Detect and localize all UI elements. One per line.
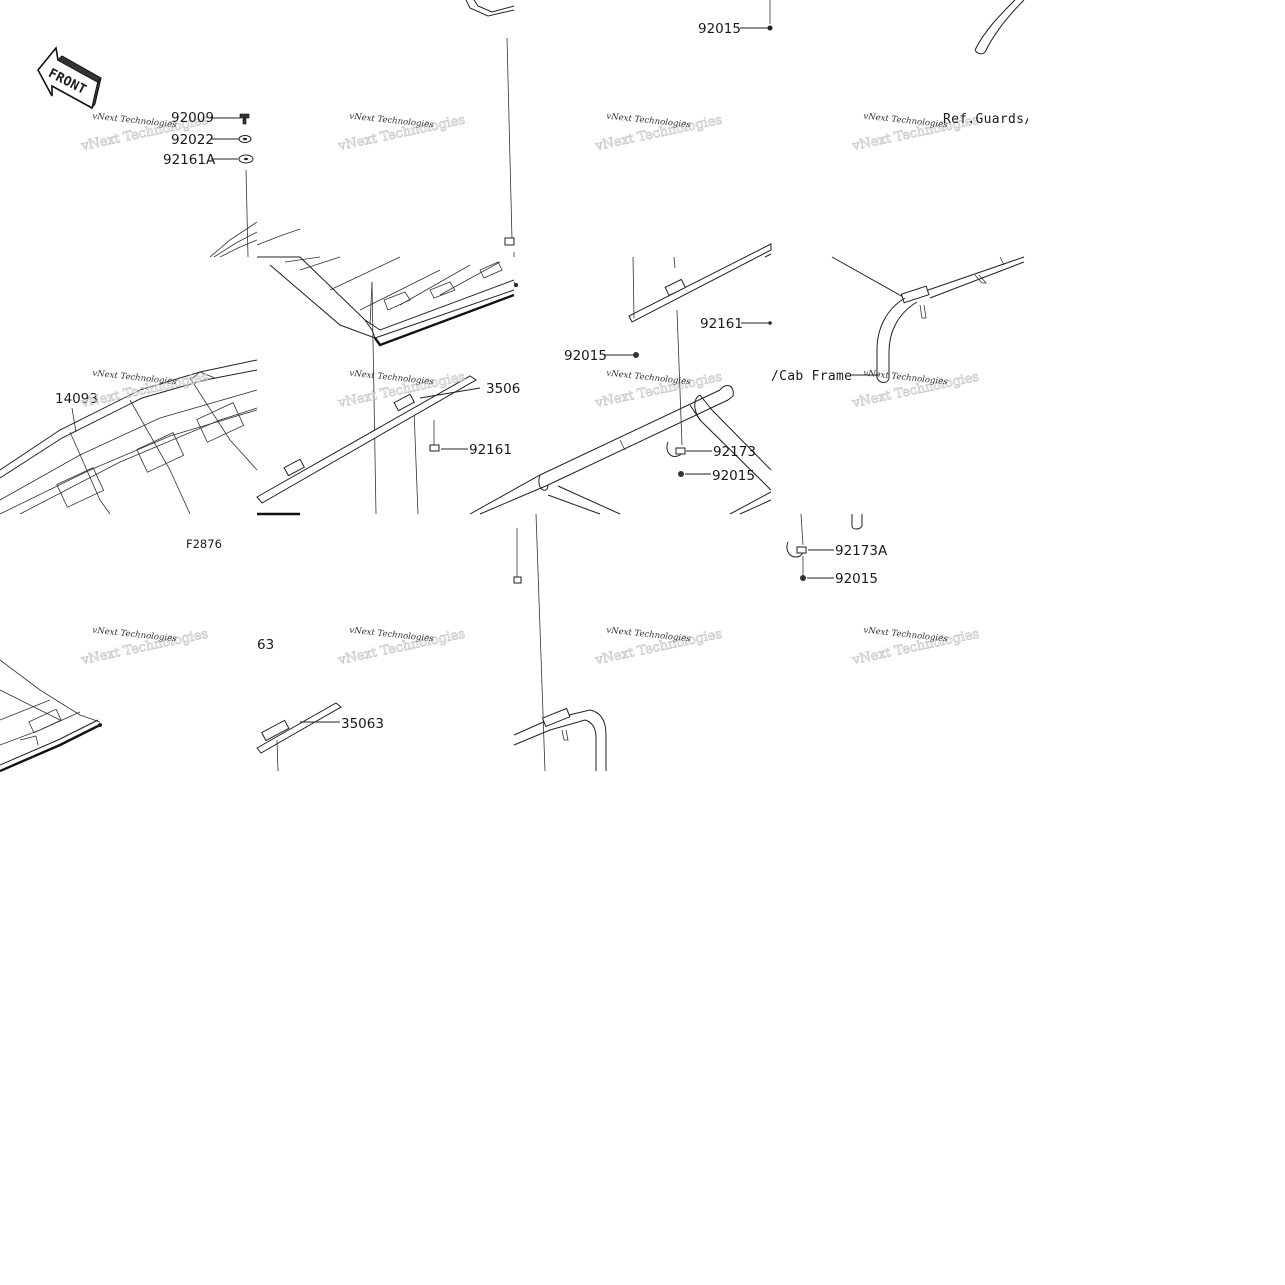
roof-panel [0,359,258,515]
watermark: vNext Technologies vNext Technologies [850,369,981,412]
label-14093: 14093 [55,391,98,407]
watermark: vNext Technologies vNext Technologies [79,369,210,412]
part-35063-bar-right [628,243,772,323]
label-35063: 35063 [341,716,384,732]
tile-drawing: FRONT vNext Technologies vNext Technolog… [37,46,257,257]
label-35063-fragment-b: 63 [257,637,274,653]
figure-code: F2876 [186,537,222,551]
diagram-tile-r0c0: FRONT vNext Technologies vNext Technolog… [0,0,257,257]
label-92173: 92173 [713,444,756,460]
diagram-tile-r0c1: vNext Technologies vNext Technologies [257,0,514,257]
watermark: vNext Technologies vNext Technologies [850,626,981,669]
diagram-tile-r0c2: vNext Technologies vNext Technologies [514,0,771,257]
part-92161A: 92161A [163,152,254,168]
label-92161-a: 92161 [469,442,512,458]
label-35063-fragment-a: 3506 [486,381,520,397]
watermark: vNext Technologies vNext Technologies [593,369,724,412]
label-92173A: 92173A [835,543,888,559]
part-92161-b: 92161 [700,316,772,332]
cab-frame-corner [831,256,1025,383]
label-92015-c: 92015 [712,468,755,484]
roof-panel-bottom [0,659,102,773]
tile-drawing: vNext Technologies vNext Technologies Re… [850,112,1028,155]
tile-drawing: vNext Technologies vNext Technologies [593,112,724,155]
label-92015-top: 92015 [698,21,741,37]
watermark: vNext Technologies vNext Technologies [79,626,210,669]
part-92009: 92009 [171,110,250,126]
label-92161A: 92161A [163,152,216,168]
part-92022: 92022 [171,132,252,148]
watermark: vNext Technologies vNext Technologies [593,626,724,669]
part-35063-bar-top [256,375,481,504]
label-92015-b: 92015 [564,348,607,364]
part-92015-c: 92015 [678,468,755,484]
label-92015-d: 92015 [835,571,878,587]
roof-panel-mid [257,256,515,347]
part-92173A: 92173A [786,541,888,559]
part-92015-d: 92015 [800,556,878,587]
label-92161-b: 92161 [700,316,743,332]
part-92161-a: 92161 [429,420,512,458]
ref-guards-label: Ref.Guards/ [943,112,1028,127]
cab-frame-lower [513,707,607,771]
part-92173: 92173 [666,441,756,460]
cab-frame-label: /Cab Frame [771,369,852,384]
diagram-tile-r0c3: vNext Technologies vNext Technologies Re… [771,0,1028,257]
label-92009: 92009 [171,110,214,126]
diagram-tile-r0c4 [1028,0,1285,257]
part-92015-b: 92015 [564,348,639,364]
watermark: vNext Technologies vNext Technologies [336,626,467,669]
label-92022: 92022 [171,132,214,148]
tile-drawing: vNext Technologies vNext Technologies [336,112,467,155]
part-35063-bar-bottom [256,702,342,772]
cab-frame-tubes [469,384,772,515]
